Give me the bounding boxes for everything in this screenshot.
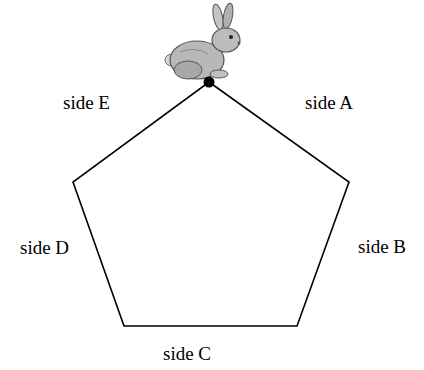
side-label: side B	[358, 237, 406, 258]
vertex-dot	[204, 77, 215, 88]
side-label: side E	[63, 93, 110, 114]
rabbit-illustration	[165, 2, 240, 79]
side-label: side D	[20, 238, 69, 259]
pentagon-outline	[73, 82, 349, 326]
side-label: side C	[163, 344, 211, 365]
side-label: side A	[305, 93, 353, 114]
